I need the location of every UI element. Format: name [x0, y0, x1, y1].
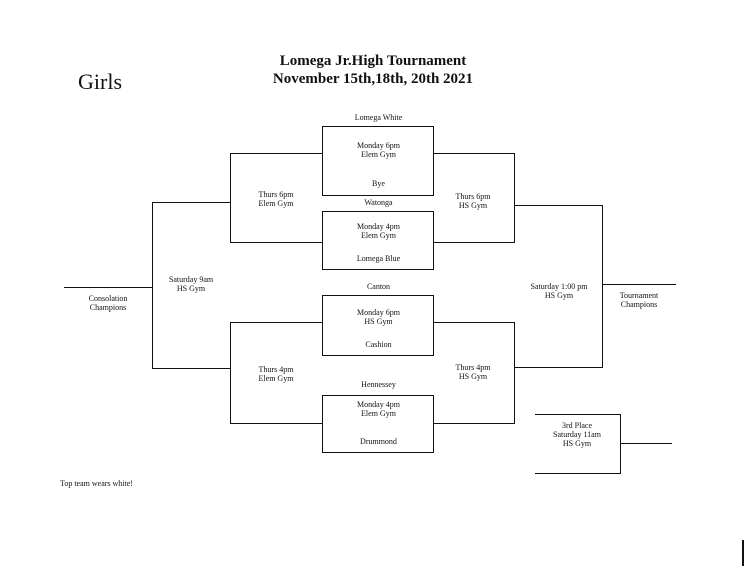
game4-top-line [322, 395, 434, 396]
game3-bottom-line [322, 355, 434, 356]
game2-bottom-line [322, 269, 434, 270]
game4-connector-right [433, 395, 434, 453]
cons-final-vertical [152, 202, 153, 369]
game1-location: Elem Gym [361, 150, 396, 159]
tournament-champion-label-2: Champions [620, 300, 658, 309]
game4-bottom-line [322, 452, 434, 453]
cons-champion-label: Consolation [88, 294, 128, 303]
cons-final-bottom [152, 368, 231, 369]
cons-upper-location: Elem Gym [258, 199, 294, 208]
game4-time: Monday 4pm [357, 400, 400, 409]
cons-upper-time: Thurs 6pm [258, 190, 294, 199]
game2-connector-right [433, 211, 434, 270]
champ-lower-top [433, 322, 515, 323]
cons-final-time: Saturday 9am [168, 275, 214, 284]
champ-champion-line [602, 284, 676, 285]
third-place-time: Saturday 11am [553, 430, 601, 439]
game1-top-line [322, 126, 434, 127]
jersey-note: Top team wears white! [60, 479, 133, 488]
cons-final-location: HS Gym [176, 284, 206, 293]
game3-top-line [322, 295, 434, 296]
game1-connector [322, 126, 323, 196]
third-place-vertical [620, 414, 621, 474]
champ-final-time: Saturday 1:00 pm [530, 282, 588, 291]
champ-lower-time: Thurs 4pm [455, 363, 491, 372]
third-place-winner-line [620, 443, 672, 444]
cons-champion-line [64, 287, 153, 288]
tournament-dates: November 15th,18th, 20th 2021 [272, 71, 474, 87]
division-label: Girls [78, 69, 122, 94]
champ-final-location: HS Gym [544, 291, 574, 300]
game4-bottom-team: Drummond [360, 437, 397, 446]
tournament-champion-label: Tournament [619, 291, 659, 300]
champ-lower-bottom [433, 423, 515, 424]
game4-location: Elem Gym [361, 409, 396, 418]
game4-connector [322, 395, 323, 453]
champ-upper-location: HS Gym [458, 201, 488, 210]
cons-upper-top [230, 153, 323, 154]
tournament-title: Lomega Jr.High Tournament [279, 53, 467, 69]
champ-final-bottom [514, 367, 603, 368]
page-edge-mark [742, 540, 744, 566]
cons-lower-bottom [230, 423, 323, 424]
game2-top-line [322, 211, 434, 212]
game3-bottom-team: Cashion [365, 340, 392, 349]
game2-connector [322, 211, 323, 270]
game3-time: Monday 6pm [357, 308, 400, 317]
game1-top-team: Lomega White [354, 113, 403, 122]
cons-lower-location: Elem Gym [258, 374, 294, 383]
game2-location: Elem Gym [361, 231, 396, 240]
cons-lower-top [230, 322, 323, 323]
game2-top-team: Watonga [364, 198, 393, 207]
game2-bottom-team: Lomega Blue [356, 254, 401, 263]
champ-upper-time: Thurs 6pm [455, 192, 491, 201]
cons-champion-label-2: Champions [89, 303, 127, 312]
game3-location: HS Gym [364, 317, 393, 326]
game4-top-team: Hennessey [361, 380, 396, 389]
game3-connector-right [433, 295, 434, 356]
champ-final-top [514, 205, 603, 206]
champ-lower-vertical [514, 322, 515, 424]
cons-lower-time: Thurs 4pm [258, 365, 294, 374]
champ-upper-vertical [514, 153, 515, 243]
champ-upper-top [433, 153, 515, 154]
third-place-top [535, 414, 621, 415]
champ-upper-bottom [433, 242, 515, 243]
cons-upper-vertical [230, 153, 231, 243]
champ-final-vertical [602, 205, 603, 368]
game1-connector-right [433, 126, 434, 196]
cons-upper-bottom [230, 242, 323, 243]
game1-time: Monday 6pm [357, 141, 400, 150]
third-place-label: 3rd Place [562, 421, 592, 430]
game3-connector [322, 295, 323, 356]
cons-lower-vertical [230, 322, 231, 424]
third-place-bottom [535, 473, 621, 474]
champ-lower-location: HS Gym [458, 372, 488, 381]
game1-bottom-line [322, 195, 434, 196]
third-place-location: HS Gym [562, 439, 592, 448]
cons-final-top [152, 202, 231, 203]
game3-top-team: Canton [366, 282, 391, 291]
game1-bottom-team: Bye [372, 179, 385, 188]
game2-time: Monday 4pm [357, 222, 400, 231]
